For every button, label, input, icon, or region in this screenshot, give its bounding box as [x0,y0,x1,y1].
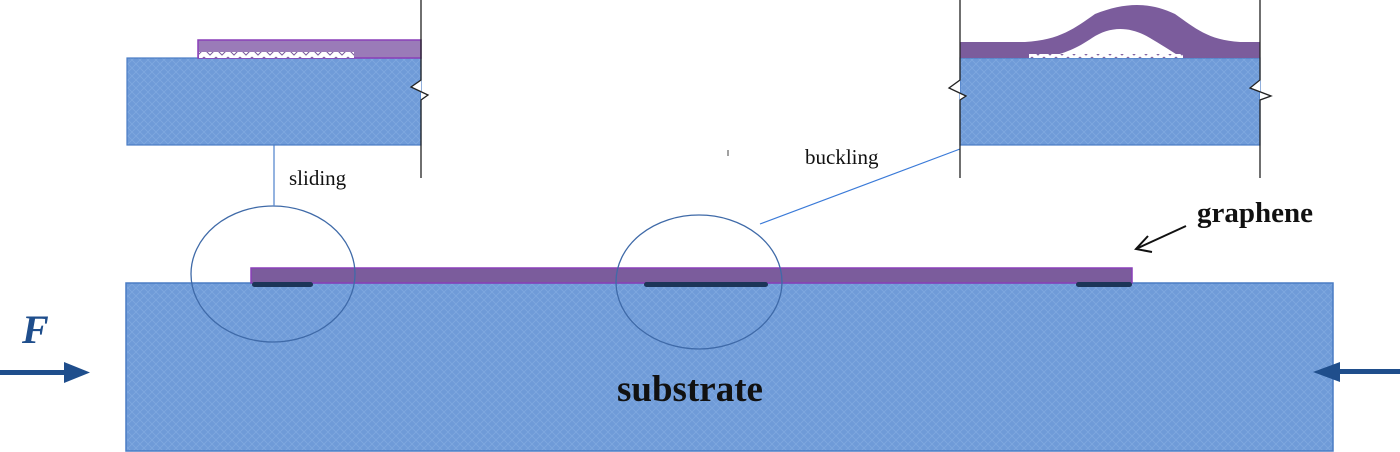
interface-segment-center [644,282,768,287]
sliding-label: sliding [289,166,347,190]
sliding-region-ellipse [190,205,356,343]
buckling-label: buckling [805,145,879,169]
sliding-inset [126,0,430,178]
substrate-label: substrate [617,369,763,410]
interface-segment-left [252,282,313,287]
force-arrow-right-icon [1313,362,1400,382]
graphene-sheet [250,267,1133,284]
graphene-pointer-arrow [1134,225,1187,253]
buckling-inset [947,0,1273,178]
substrate [125,282,1334,452]
force-label: F [22,307,49,352]
buckling-callout-line [759,148,961,225]
graphene-label: graphene [1197,197,1313,229]
force-arrow-left-icon [0,362,90,383]
interface-segment-right [1076,282,1132,287]
buckling-region-ellipse [615,214,783,350]
